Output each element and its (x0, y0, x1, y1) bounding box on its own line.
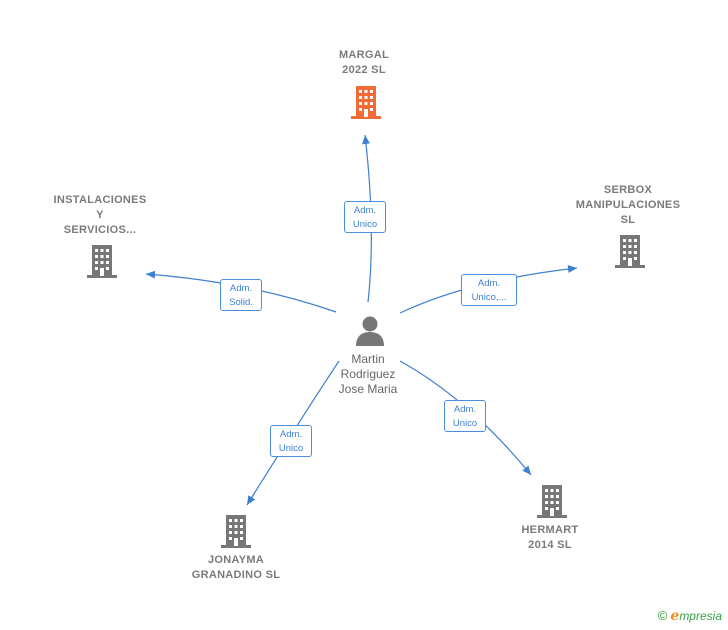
company-name-line: SERBOX (603, 184, 653, 196)
company-name-line: MANIPULACIONES (575, 199, 681, 211)
building-icon-serbox[interactable] (614, 233, 646, 269)
company-name-line: GRANADINO SL (191, 569, 281, 581)
company-name-line: MARGAL (338, 49, 390, 61)
edge-role-line: Unico,... (471, 292, 507, 303)
building-icon-hermart[interactable] (536, 483, 568, 519)
person-name-line: Jose Maria (338, 382, 398, 396)
edge-role-line: Unico (278, 443, 304, 454)
building-icon-jonayma[interactable] (220, 513, 252, 549)
company-name-line: SL (620, 214, 636, 226)
person-name-label[interactable]: Martin Rodriguez Jose Maria (318, 352, 418, 397)
copyright-symbol: © (657, 608, 668, 623)
person-name-line: Rodriguez (340, 367, 396, 381)
company-name-line: Y (96, 209, 104, 221)
edge-role-line: Adm. (279, 429, 303, 440)
edge-role-line: Unico (352, 219, 378, 230)
brand-logo-text: mpresia (679, 609, 722, 623)
company-name-line: INSTALACIONES (53, 194, 147, 206)
company-label-instalaciones[interactable]: INSTALACIONES Y SERVICIOS... (40, 193, 160, 238)
brand-logo-initial: e (670, 608, 680, 624)
edge-role-jonayma[interactable]: Adm. Unico (270, 425, 312, 457)
company-name-line: HERMART (521, 524, 579, 536)
company-label-margal[interactable]: MARGAL 2022 SL (314, 48, 414, 78)
company-label-jonayma[interactable]: JONAYMA GRANADINO SL (176, 553, 296, 583)
brand-footer[interactable]: © empresia (658, 608, 722, 624)
company-name-line: SERVICIOS... (63, 224, 137, 236)
company-name-line: JONAYMA (207, 554, 265, 566)
edge-role-line: Adm. (229, 283, 253, 294)
edge-role-hermart[interactable]: Adm. Unico (444, 400, 486, 432)
edge-role-line: Adm. (353, 205, 377, 216)
person-name-line: Martin (351, 352, 385, 366)
edge-role-margal[interactable]: Adm. Unico (344, 201, 386, 233)
edge-role-line: Unico (452, 418, 478, 429)
person-icon[interactable] (356, 316, 384, 347)
building-icon-margal[interactable] (350, 84, 382, 120)
edge-role-instalaciones[interactable]: Adm. Solid. (220, 279, 262, 311)
edge-role-line: Adm. (453, 404, 477, 415)
edge-role-serbox[interactable]: Adm. Unico,... (461, 274, 517, 306)
company-name-line: 2014 SL (528, 539, 572, 551)
company-name-line: 2022 SL (342, 64, 386, 76)
company-label-serbox[interactable]: SERBOX MANIPULACIONES SL (568, 183, 688, 228)
edge-role-line: Adm. (477, 278, 501, 289)
company-label-hermart[interactable]: HERMART 2014 SL (500, 523, 600, 553)
edge-role-line: Solid. (229, 297, 253, 308)
building-icon-instalaciones[interactable] (86, 243, 118, 279)
